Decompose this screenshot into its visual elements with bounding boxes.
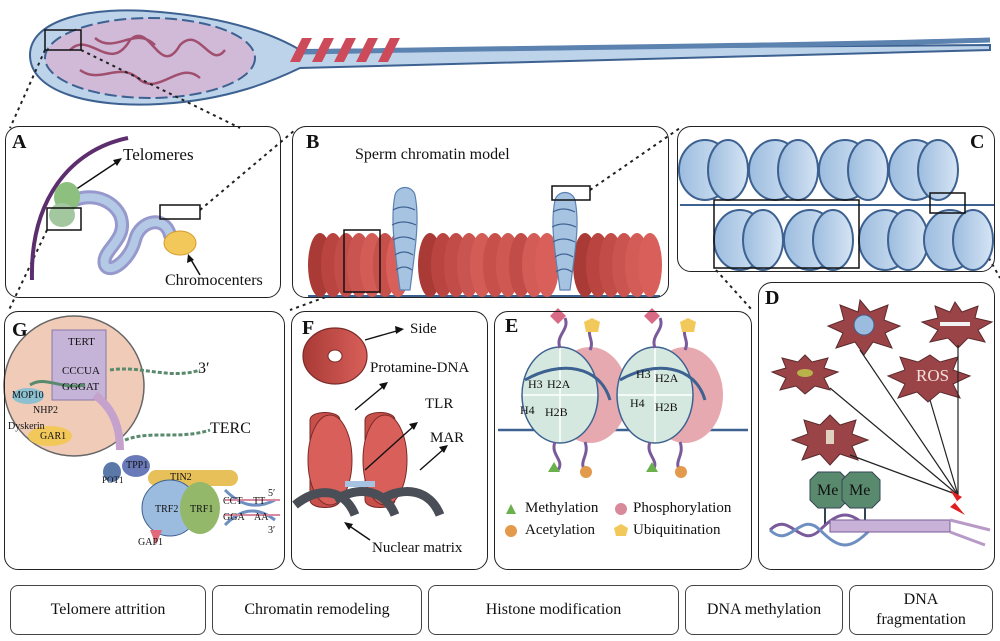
legend-ubiquitination: Ubiquitination [633, 522, 721, 538]
panel-f-letter: F [302, 317, 315, 339]
caption-histone-modification: Histone modification [428, 585, 679, 635]
nhp2-label: NHP2 [33, 405, 59, 416]
tin2-label: TIN2 [170, 472, 192, 483]
panel-g-letter: G [12, 319, 28, 341]
legend-acetylation: Acetylation [525, 522, 595, 538]
panel-d-letter: D [765, 287, 780, 309]
dyskerin-label: Dyskerin [8, 421, 45, 432]
panel-c [677, 126, 995, 272]
gggat-label: GGGAT [62, 381, 100, 393]
acetylation-icon [505, 525, 517, 537]
five-prime-label: 5′ [268, 488, 276, 499]
panel-b [292, 126, 669, 298]
panel-b-art [308, 185, 662, 297]
tt-label: TT [253, 496, 266, 507]
panel-c-art [678, 139, 995, 271]
panel-b-letter: B [306, 131, 320, 153]
aa-label: AA [254, 512, 269, 523]
three-prime-label: 3′ [198, 360, 210, 377]
sperm-cell [28, 9, 991, 106]
histone-h3-label-2: H3 [636, 367, 651, 381]
ubiquitination-icon [614, 524, 628, 536]
panel-d [758, 282, 995, 570]
caption-dna-fragmentation: DNA fragmentation [849, 585, 993, 635]
tlr-label: TLR [425, 396, 454, 412]
legend-methylation: Methylation [525, 500, 599, 516]
mar-label: MAR [430, 430, 465, 446]
sperm-chromatin-model-title: Sperm chromatin model [355, 146, 510, 163]
three-prime-end-label: 3′ [268, 525, 276, 536]
methyl-mark-2: Me [849, 482, 871, 499]
panel-f-art [292, 326, 448, 541]
gar1-label: GAR1 [40, 431, 67, 442]
terc-label: TERC [210, 420, 251, 437]
panel-g [4, 311, 285, 570]
methyl-mark-1: Me [817, 482, 839, 499]
panel-a [5, 126, 281, 298]
gap1-label: GAP1 [138, 537, 164, 548]
histone-h2a-label: H2A [547, 377, 571, 391]
panel-c-letter: C [970, 131, 985, 153]
caption-telomere-attrition: Telomere attrition [10, 585, 206, 635]
legend-phosphorylation: Phosphorylation [633, 500, 732, 516]
tert-label: TERT [68, 336, 95, 348]
panel-a-letter: A [12, 131, 27, 153]
panel-e-art [498, 308, 748, 537]
histone-h4-label: H4 [520, 403, 535, 417]
panel-f [291, 311, 488, 570]
cccua-label: CCCUA [62, 365, 100, 377]
panel-g-art [3, 315, 280, 545]
histone-h3-label: H3 [528, 377, 543, 391]
histone-h4-label-2: H4 [630, 396, 645, 410]
methylation-icon [506, 504, 516, 514]
ros-label: ROS [916, 366, 950, 385]
trf1-label: TRF1 [190, 504, 214, 515]
nuclear-matrix-label: Nuclear matrix [372, 540, 463, 556]
caption-dna-methylation: DNA methylation [685, 585, 843, 635]
protamine-dna-label: Protamine-DNA [370, 360, 470, 376]
tpp1-label: TPP1 [126, 460, 149, 471]
panel-a-art [29, 136, 201, 281]
panel-d-art [768, 298, 994, 547]
mop10-label: MOP10 [12, 390, 44, 401]
pot1-label: POT1 [102, 475, 124, 485]
phosphorylation-icon [615, 503, 627, 515]
panel-e-letter: E [505, 315, 519, 337]
gga-label: GGA [223, 512, 245, 523]
histone-h2a-label-2: H2A [655, 371, 679, 385]
caption-chromatin-remodeling: Chromatin remodeling [212, 585, 422, 635]
trf2-label: TRF2 [155, 504, 179, 515]
cct-label: CCT [223, 496, 243, 507]
panel-e [494, 311, 752, 570]
chromocenters-label: Chromocenters [165, 272, 263, 289]
side-label: Side [410, 321, 437, 337]
telomeres-label: Telomeres [123, 145, 194, 164]
histone-h2b-label: H2B [545, 405, 568, 419]
histone-h2b-label-2: H2B [655, 400, 678, 414]
